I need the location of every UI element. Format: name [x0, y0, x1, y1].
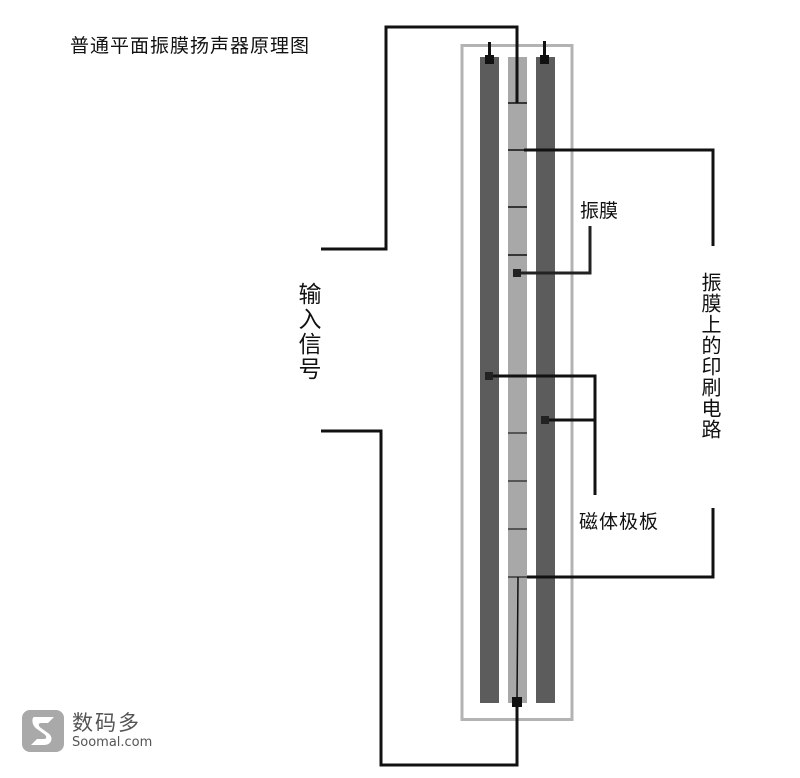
watermark-name-en: Soomal.com: [72, 735, 153, 750]
circuit-bracket-bottom: [527, 508, 715, 579]
diaphragm-callout-line: [521, 226, 592, 275]
top-terminals: [485, 55, 549, 64]
bottom-terminal: [512, 697, 522, 707]
magnet-plates-label: 磁体极板: [579, 511, 660, 533]
diaphragm: [508, 57, 527, 703]
printed-circuit-label: 振膜上的印刷电路: [698, 272, 722, 440]
inner-lead-bottom: [516, 576, 519, 701]
soomal-s-logo-icon: [22, 710, 64, 752]
magnet-plate-right: [536, 57, 555, 703]
magnet-callout-dot-right: [541, 416, 549, 424]
top-terminal-leads: [488, 41, 546, 56]
magnet-callout-dot-left: [485, 372, 493, 380]
magnet-callout-line-a: [493, 374, 597, 495]
watermark-name-cn: 数码多: [72, 711, 141, 735]
input-signal-label: 输入信号: [294, 282, 320, 382]
circuit-bracket-top: [524, 148, 715, 246]
watermark-logo: 数码多 Soomal.com: [22, 710, 152, 752]
diagram-title: 普通平面振膜扬声器原理图: [70, 35, 311, 57]
diaphragm-callout-dot: [513, 269, 521, 277]
input-wire-bottom: [321, 429, 519, 767]
input-wire-top: [321, 25, 519, 251]
diaphragm-label: 振膜: [580, 200, 619, 222]
